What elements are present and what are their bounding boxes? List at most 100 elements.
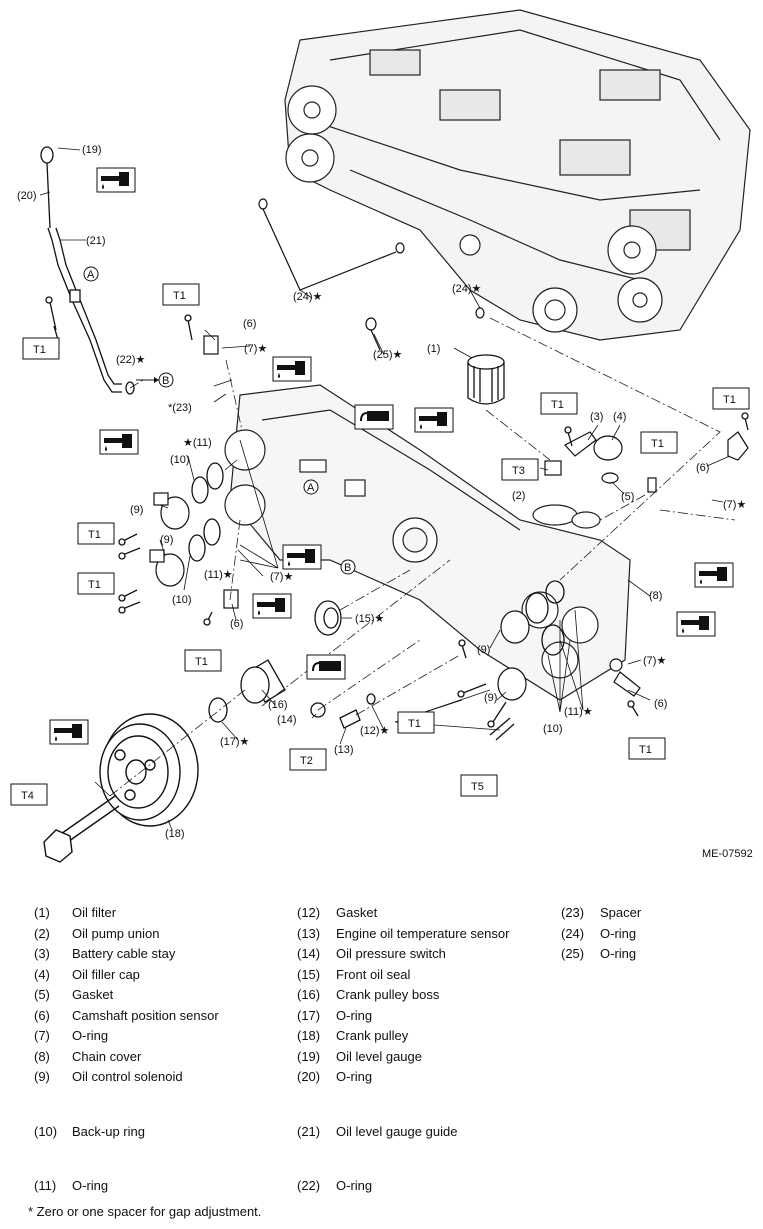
exploded-engine-diagram: T1 T1 T1 T1 T1 T3 T1 T1 T1 T1 T1 T2 xyxy=(10,9,753,863)
torque-label: T5 xyxy=(471,781,484,793)
legend-num: (24) xyxy=(561,926,585,941)
ref-circle-a-2: A xyxy=(303,479,319,495)
callout-8: (8) xyxy=(649,590,662,602)
legend-num: (5) xyxy=(34,987,50,1002)
torque-box-t1-j: T1 xyxy=(628,737,666,760)
torque-label: T3 xyxy=(512,465,525,477)
callout-10-c: (10) xyxy=(543,723,563,735)
legend-name: O-ring xyxy=(600,926,637,941)
torque-label: T1 xyxy=(639,744,652,756)
chain-cover xyxy=(224,384,631,701)
front-parts xyxy=(208,600,376,729)
legend-name: Engine oil temperature sensor xyxy=(336,926,510,941)
callout-19: (19) xyxy=(82,144,102,156)
footnote: * Zero or one spacer for gap adjustment. xyxy=(28,1204,262,1219)
legend-num: (21) xyxy=(297,1124,321,1139)
legend-name: Front oil seal xyxy=(336,967,411,982)
callout-11-a: ★(11) xyxy=(183,437,212,449)
callout-7-a: (7)★ xyxy=(244,343,267,355)
legend-num: (6) xyxy=(34,1008,50,1023)
legend-name: Spacer xyxy=(600,905,642,920)
small-parts xyxy=(203,335,749,697)
callout-18: (18) xyxy=(165,828,185,840)
legend-name: Battery cable stay xyxy=(72,946,176,961)
legend-name: O-ring xyxy=(72,1178,109,1193)
legend-num: (12) xyxy=(297,905,321,920)
oil-control-solenoids xyxy=(149,492,530,701)
callout-22: (22)★ xyxy=(116,354,146,366)
ref-circle-a: A xyxy=(83,266,99,282)
callout-4: (4) xyxy=(613,411,626,423)
callout-11-c: (11)★ xyxy=(564,706,593,718)
oil-icon-7 xyxy=(694,562,734,588)
torque-label: T1 xyxy=(88,529,101,541)
torque-box-t5: T5 xyxy=(460,774,498,797)
callout-24-a: (24)★ xyxy=(293,291,323,303)
callout-9-c: (9) xyxy=(477,644,490,656)
torque-box-t1-g: T1 xyxy=(77,572,115,595)
callout-17: (17)★ xyxy=(220,736,250,748)
callout-16: (16) xyxy=(268,699,288,711)
callout-6-d: (6) xyxy=(654,698,667,710)
legend-name: O-ring xyxy=(336,1069,373,1084)
callout-9-d: (9) xyxy=(484,692,497,704)
legend-name: Chain cover xyxy=(72,1049,142,1064)
callout-12: (12)★ xyxy=(360,725,390,737)
torque-label: T2 xyxy=(300,755,313,767)
oil-icon-5 xyxy=(282,544,322,570)
legend-name: Oil pump union xyxy=(72,926,160,941)
ref-circle-b: B xyxy=(136,372,174,388)
legend-name: Gasket xyxy=(336,905,378,920)
torque-label: T1 xyxy=(551,399,564,411)
legend-num: (14) xyxy=(297,946,321,961)
legend-num: (13) xyxy=(297,926,321,941)
legend-num: (8) xyxy=(34,1049,50,1064)
legend-num: (18) xyxy=(297,1028,321,1043)
torque-box-t1-d: T1 xyxy=(712,387,750,410)
legend-num: (7) xyxy=(34,1028,50,1043)
torque-box-t1-e: T1 xyxy=(640,431,678,454)
leader-lines xyxy=(39,147,731,831)
callout-6-a: (6) xyxy=(243,318,256,330)
oil-level-gauge xyxy=(40,146,135,395)
legend-num: (19) xyxy=(297,1049,321,1064)
callout-24-b: (24)★ xyxy=(452,283,482,295)
callout-20: (20) xyxy=(17,190,37,202)
legend-num: (9) xyxy=(34,1069,50,1084)
ref-letter: B xyxy=(162,375,169,387)
legend-name: Camshaft position sensor xyxy=(72,1008,219,1023)
callout-23: *(23) xyxy=(168,402,192,414)
callout-7-d: (7)★ xyxy=(643,655,666,667)
ref-letter: A xyxy=(87,269,95,281)
callout-3: (3) xyxy=(590,411,603,423)
torque-label: T4 xyxy=(21,790,34,802)
legend-num: (1) xyxy=(34,905,50,920)
legend-num: (16) xyxy=(297,987,321,1002)
callout-2: (2) xyxy=(512,490,525,502)
oil-icon-3 xyxy=(272,356,312,382)
torque-box-t1-a: T1 xyxy=(162,283,200,306)
torque-label: T1 xyxy=(173,290,186,302)
torque-box-t2: T2 xyxy=(289,748,327,771)
legend-num: (25) xyxy=(561,946,585,961)
legend-name: Gasket xyxy=(72,987,114,1002)
legend-name: Crank pulley xyxy=(336,1028,409,1043)
legend-col-1: (1)Oil filter (2)Oil pump union (3)Batte… xyxy=(0,905,763,1205)
torque-label: T1 xyxy=(408,718,421,730)
legend-num: (3) xyxy=(34,946,50,961)
oil-icon-1 xyxy=(96,167,136,193)
grease-icon-2 xyxy=(306,654,346,680)
callout-6-c: (6) xyxy=(230,618,243,630)
callout-25: (25)★ xyxy=(373,349,403,361)
callout-1: (1) xyxy=(427,343,440,355)
ref-letter: B xyxy=(344,562,351,574)
legend-name: Oil level gauge xyxy=(336,1049,422,1064)
legend-num: (11) xyxy=(34,1178,57,1193)
callout-7-b: (7)★ xyxy=(723,499,746,511)
oil-icon-8 xyxy=(676,611,716,637)
torque-label: T1 xyxy=(651,438,664,450)
legend-name: Back-up ring xyxy=(72,1124,145,1139)
legend-num: (10) xyxy=(34,1124,58,1139)
rings-10-11 xyxy=(188,462,565,656)
parts-legend: (1)Oil filter (2)Oil pump union (3)Batte… xyxy=(0,905,763,1205)
